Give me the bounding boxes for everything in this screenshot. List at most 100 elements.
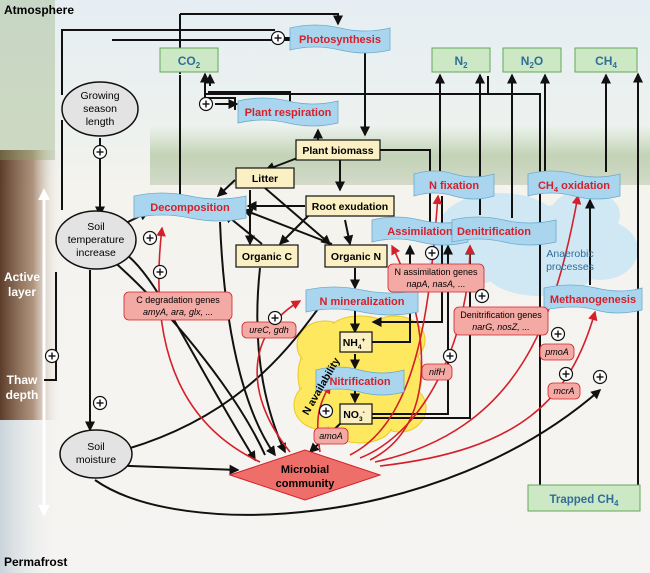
process-nitrification: Nitrification — [315, 366, 405, 396]
arrow-no3-to-denit — [372, 244, 475, 419]
label-anaerobic-processes-2: processes — [546, 261, 594, 273]
svg-text:N assimilation genes: N assimilation genes — [394, 267, 478, 277]
svg-text:NO3-: NO3- — [343, 409, 365, 423]
driver-growing-season-length: Growing season length — [61, 81, 139, 137]
driver-soil-moisture: Soil moisture — [59, 429, 133, 479]
plus-marker — [270, 30, 286, 46]
gas-n2o: N2O — [502, 47, 562, 73]
arrow-top-to-photosynthesis — [180, 13, 343, 26]
svg-text:N2: N2 — [454, 54, 468, 70]
svg-text:N2O: N2O — [521, 54, 543, 70]
arrow-litter-to-orgn — [264, 187, 332, 245]
svg-text:Root exudation: Root exudation — [312, 201, 388, 213]
plus-marker — [92, 395, 108, 411]
plus-marker — [198, 96, 214, 112]
plus-marker — [592, 369, 608, 385]
pool-plant-biomass: Plant biomass — [295, 139, 381, 161]
plus-marker — [92, 144, 108, 160]
soil-profile — [0, 150, 60, 420]
svg-text:Plant biomass: Plant biomass — [302, 145, 373, 157]
svg-text:Denitrification genes: Denitrification genes — [460, 310, 542, 320]
arrow-temp-to-thaw — [44, 272, 57, 381]
gas-co2: CO2 — [159, 47, 219, 73]
svg-text:CH4 oxidation: CH4 oxidation — [538, 180, 610, 194]
svg-text:Microbial: Microbial — [281, 464, 329, 476]
gene-box-nifh: nifH — [421, 363, 453, 381]
gas-n2: N2 — [431, 47, 491, 73]
red-microbial-to-mineralization — [256, 300, 302, 453]
arrow-moisture-to-methano — [94, 389, 602, 516]
red-microbial-to-ch4ox — [374, 194, 582, 463]
plus-marker — [267, 310, 283, 326]
svg-text:ureC, gdh: ureC, gdh — [249, 325, 289, 335]
gene-box-amoa: amoA — [313, 427, 349, 445]
svg-text:amoA: amoA — [319, 431, 343, 441]
pool-organic-c: Organic C — [235, 244, 299, 268]
process-ch4-oxidation: CH4 oxidation — [527, 170, 621, 200]
arrow-litter-to-decomp — [216, 179, 236, 198]
label-active-layer-2: layer — [8, 285, 36, 299]
gas-ch4: CH4 — [574, 47, 638, 73]
pool-organic-n: Organic N — [324, 244, 388, 268]
plus-marker — [44, 348, 60, 364]
gene-box-pmoa: pmoA — [539, 343, 575, 361]
arrow-orgc-to-microbial — [256, 267, 286, 454]
arrow-orgn-to-decomp — [242, 208, 333, 245]
process-methanogenesis: Methanogenesis — [543, 284, 643, 314]
svg-text:moisture: moisture — [76, 454, 116, 466]
label-active-layer-1: Active — [4, 270, 40, 284]
process-decomposition: Decomposition — [133, 192, 247, 222]
vegetation-photo — [0, 0, 55, 160]
svg-text:Denitrification: Denitrification — [457, 226, 531, 238]
arrow-assim-to-biomass — [380, 149, 435, 234]
svg-text:pmoA: pmoA — [544, 347, 569, 357]
red-microbial-to-methano — [379, 310, 598, 467]
svg-text:Litter: Litter — [252, 173, 278, 185]
plus-marker — [142, 230, 158, 246]
process-photosynthesis: Photosynthesis — [289, 24, 391, 54]
svg-text:amyA, ara, glx, ...: amyA, ara, glx, ... — [143, 307, 213, 317]
arrow-temp-lower — [109, 257, 266, 456]
svg-text:NH4+: NH4+ — [343, 337, 366, 351]
svg-text:increase: increase — [76, 247, 116, 259]
process-n-fixation: N fixation — [413, 170, 495, 200]
plus-markers — [44, 30, 608, 419]
gas-trapped-ch4: Trapped CH4 — [527, 484, 641, 512]
arrow-growing-to-photosynthesis — [61, 29, 275, 95]
svg-text:length: length — [86, 116, 115, 128]
svg-text:N mineralization: N mineralization — [320, 296, 405, 308]
gene-box-c-degradation: C degradation genes amyA, ara, glx, ... — [123, 291, 233, 321]
svg-text:CH4: CH4 — [595, 54, 617, 70]
label-atmosphere: Atmosphere — [4, 3, 74, 17]
svg-text:napA, nasA, ...: napA, nasA, ... — [406, 279, 465, 289]
process-plant-respiration: Plant respiration — [237, 97, 339, 127]
label-thaw-depth-1: Thaw — [7, 373, 38, 387]
pool-root-exudation: Root exudation — [305, 195, 395, 217]
plus-marker — [474, 288, 490, 304]
gene-box-mcra: mcrA — [547, 382, 581, 400]
svg-text:Organic C: Organic C — [242, 251, 293, 263]
svg-text:Assimilation: Assimilation — [387, 226, 453, 238]
gene-box-n-assimilation: N assimilation genes napA, nasA, ... — [387, 263, 485, 293]
arrow-moisture-to-mineralization — [104, 298, 326, 456]
process-n-mineralization: N mineralization — [305, 286, 419, 316]
label-permafrost: Permafrost — [4, 555, 67, 569]
label-anaerobic-processes-1: Anaerobic — [546, 248, 593, 260]
label-thaw-depth-2: depth — [6, 388, 39, 402]
permafrost-band — [0, 420, 60, 573]
microbial-community: Microbial community — [228, 449, 382, 501]
svg-text:Methanogenesis: Methanogenesis — [550, 294, 636, 306]
svg-text:narG, nosZ, ...: narG, nosZ, ... — [472, 322, 530, 332]
svg-text:mcrA: mcrA — [554, 386, 575, 396]
arrow-trapped-to-co2 — [200, 72, 540, 95]
arrow-decomp-to-microbial — [219, 221, 276, 457]
svg-text:Organic N: Organic N — [331, 251, 381, 263]
arrow-root-to-orgn — [343, 219, 354, 246]
svg-text:Soil: Soil — [87, 221, 105, 233]
svg-text:N fixation: N fixation — [429, 180, 479, 192]
plus-marker — [550, 326, 566, 342]
plus-marker — [424, 245, 440, 261]
svg-text:Plant respiration: Plant respiration — [245, 107, 332, 119]
